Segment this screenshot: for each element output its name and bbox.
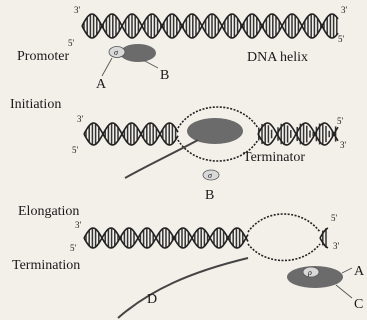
strand-end-3-bot-right: 3': [333, 241, 340, 251]
rna-polymerase-core: [120, 44, 156, 62]
pointer-a-bot: [342, 268, 352, 273]
dna-helix-label: DNA helix: [247, 50, 308, 65]
nascent-rna: [125, 140, 198, 178]
strand-end-5-top-left: 5': [68, 38, 75, 48]
pointer-b-top: [143, 60, 158, 68]
rna-polymerase-elongating: [187, 118, 243, 144]
strand-end-5-top-right: 5': [338, 34, 345, 44]
label-b-top: B: [160, 68, 169, 83]
terminator-label: Terminator: [243, 150, 305, 165]
strand-end-3-bot-left: 3': [75, 220, 82, 230]
released-polymerase: ρ: [287, 266, 343, 288]
strand-end-5-bot-right: 5': [331, 213, 338, 223]
strand-end-5-bot-left: 5': [70, 243, 77, 253]
dna-helix-3: [84, 214, 328, 261]
strand-end-3-top-left: 3': [74, 5, 81, 15]
label-a-top: A: [96, 77, 107, 92]
initiation-label: Initiation: [10, 97, 61, 112]
strand-end-5-mid-left: 5': [72, 145, 79, 155]
rho-symbol: ρ: [307, 268, 312, 277]
strand-end-5-mid-right: 5': [337, 116, 344, 126]
dna-helix-1: [82, 14, 338, 38]
strand-end-3-mid-right: 3': [340, 140, 347, 150]
rna-polymerase-holoenzyme: σ: [109, 44, 156, 62]
label-d-bot: D: [147, 292, 157, 307]
label-c-bot: C: [354, 297, 363, 312]
strand-end-3-mid-left: 3': [77, 114, 84, 124]
termination-label: Termination: [12, 258, 80, 273]
pointer-a-top: [102, 58, 112, 76]
pointer-c-bot: [336, 285, 352, 298]
strand-end-3-top-right: 3': [341, 5, 348, 15]
promoter-label: Promoter: [17, 49, 69, 64]
released-rna-transcript: [118, 258, 248, 318]
elongation-label: Elongation: [18, 204, 79, 219]
label-a-bot: A: [354, 264, 365, 279]
label-b-mid: B: [205, 188, 214, 203]
